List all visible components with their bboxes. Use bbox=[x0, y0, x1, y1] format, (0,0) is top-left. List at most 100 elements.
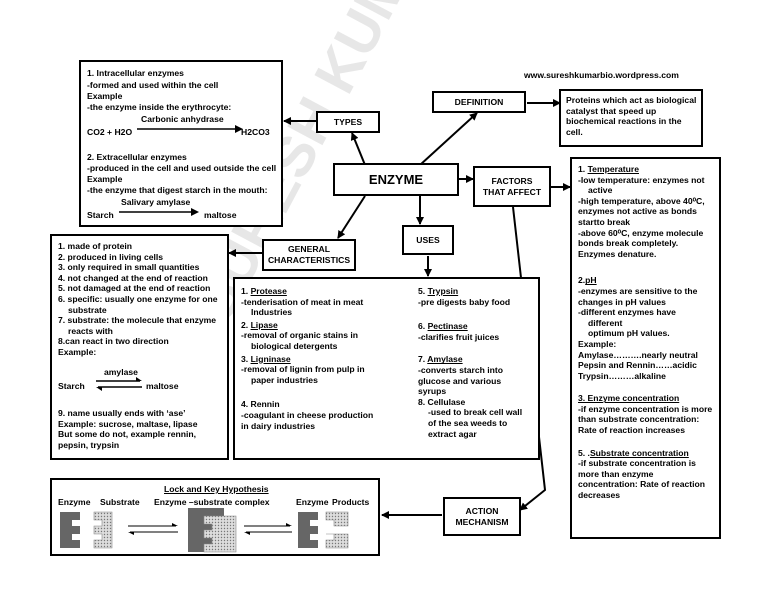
general-amylase: amylase bbox=[104, 367, 138, 377]
lock-key-illustration bbox=[60, 508, 349, 553]
extra-title: 2. Extracellular enzymes bbox=[87, 152, 187, 162]
header-products: Products bbox=[332, 497, 370, 507]
use-cellulase-title: 8. Cellulase bbox=[418, 396, 466, 407]
website-url: www.sureshkumarbio.wordpress.com bbox=[524, 70, 679, 80]
general-item: 5. not damaged at the end of reaction bbox=[58, 283, 211, 294]
general-item: 1. made of protein bbox=[58, 241, 133, 251]
use-protease-title: 1. Protease bbox=[241, 286, 287, 296]
general-item: reacts with bbox=[68, 325, 113, 336]
arrow-to-definition bbox=[419, 112, 478, 166]
use-line: -used to break cell wall bbox=[428, 407, 523, 418]
use-line: glucose and various bbox=[418, 375, 502, 386]
sc-line: decreases bbox=[578, 490, 621, 501]
general-item: substrate bbox=[68, 304, 107, 315]
use-line: syrups bbox=[418, 386, 447, 397]
ph-line: optimum pH values. bbox=[588, 328, 670, 339]
ph-line: different bbox=[588, 317, 623, 328]
enzyme-shape bbox=[60, 512, 80, 548]
use-line: -removal of organic stains in bbox=[241, 330, 358, 341]
factors-label: FACTORS THAT AFFECT bbox=[473, 166, 551, 207]
ph-line: -different enzymes have bbox=[578, 307, 676, 318]
uses-left-column: 1. Protease -tenderisation of meat in me… bbox=[241, 286, 373, 431]
lock-key-box: Lock and Key Hypothesis Enzyme Substrate… bbox=[50, 478, 380, 556]
general-item: 8.can react in two direction bbox=[58, 336, 169, 347]
header-substrate: Substrate bbox=[100, 497, 140, 507]
definition-line: Proteins which act as biological bbox=[566, 95, 697, 105]
definition-label: DEFINITION bbox=[432, 91, 526, 113]
definition-line: catalyst that speed up bbox=[566, 105, 657, 116]
ph-title: 2.pH bbox=[578, 275, 597, 286]
product-shape-1 bbox=[325, 511, 349, 527]
header-complex: Enzyme –substrate complex bbox=[154, 497, 270, 507]
use-line: -removal of lignin from pulp in bbox=[241, 364, 365, 375]
arrow-to-types bbox=[350, 132, 366, 166]
temp-line: startto break bbox=[578, 216, 631, 227]
general-box: 1. made of protein 2. produced in living… bbox=[50, 234, 229, 460]
temperature-title: 1. Temperature bbox=[578, 164, 639, 174]
arrow-to-general bbox=[337, 195, 366, 239]
ph-line: changes in pH values bbox=[578, 296, 666, 307]
substrate-conc-title: 5. .Substrate concentration bbox=[578, 447, 689, 458]
enzyme-conc-title: 3. Enzyme concentration bbox=[578, 393, 680, 404]
types-box: 1. Intracellular enzymes -formed and use… bbox=[79, 60, 283, 227]
extra-enzyme: Salivary amylase bbox=[121, 197, 191, 207]
use-line: -pre digests baby food bbox=[418, 296, 511, 307]
temp-line: enzymes not active as bonds bbox=[578, 206, 697, 217]
sc-line: -if substrate concentration is bbox=[578, 458, 696, 469]
intra-title: 1. Intracellular enzymes bbox=[87, 68, 184, 78]
ph-line: Pepsin and Rennin……acidic bbox=[578, 360, 697, 371]
temp-line: -high temperature, above 40⁰C, bbox=[578, 195, 705, 206]
general-list: 1. made of protein 2. produced in living… bbox=[58, 241, 218, 358]
use-line: extract agar bbox=[428, 428, 477, 439]
temp-line: Enzymes denature. bbox=[578, 248, 657, 259]
general-item: Example: bbox=[58, 346, 97, 357]
use-pectinase-title: 6. Pectinase bbox=[418, 321, 468, 332]
complex-substrate-shape bbox=[203, 515, 237, 553]
intra-product: H2CO3 bbox=[241, 127, 270, 137]
extra-product: maltose bbox=[204, 210, 237, 220]
definition-box: Proteins which act as biological catalys… bbox=[559, 89, 703, 147]
general-label: GENERAL CHARACTERISTICS bbox=[262, 239, 356, 271]
sc-line: concentration: Rate of reaction bbox=[578, 479, 706, 490]
use-line: biological detergents bbox=[251, 340, 338, 351]
uses-label: USES bbox=[402, 225, 454, 255]
ph-line: Trypsin………alkaline bbox=[578, 370, 666, 381]
use-amylase-title: 7. Amylase bbox=[418, 354, 463, 365]
use-line: paper industries bbox=[251, 374, 318, 385]
use-lipase-title: 2. Lipase bbox=[241, 319, 278, 330]
intra-line: Example bbox=[87, 91, 123, 101]
use-line: -converts starch into bbox=[418, 364, 504, 375]
general-maltose: maltose bbox=[146, 381, 179, 391]
header-enzyme-2: Enzyme bbox=[296, 497, 329, 507]
types-label: TYPES bbox=[316, 111, 380, 133]
temp-line: -low temperature: enzymes not bbox=[578, 174, 705, 185]
use-rennin-title: 4. Rennin bbox=[241, 399, 280, 410]
extra-reaction-arrow bbox=[119, 208, 199, 216]
extra-reactant: Starch bbox=[87, 210, 114, 220]
general-item: 3. only required in small quantities bbox=[58, 262, 200, 273]
sc-line: more than enzyme bbox=[578, 468, 654, 479]
general-item: 2. produced in living cells bbox=[58, 251, 164, 262]
factors-label-line: THAT AFFECT bbox=[482, 186, 542, 197]
header-enzyme: Enzyme bbox=[58, 497, 91, 507]
definition-line: cell. bbox=[566, 126, 583, 137]
general-item: 7. substrate: the molecule that enzyme bbox=[58, 315, 217, 326]
substrate-shape bbox=[93, 511, 113, 549]
general-item: 6. specific: usually one enzyme for one bbox=[58, 293, 218, 304]
use-ligninase-title: 3. Ligninase bbox=[241, 353, 291, 364]
intra-line: -the enzyme inside the erythrocyte: bbox=[87, 102, 232, 112]
use-line: -coagulant in cheese production bbox=[241, 409, 374, 420]
action-label: ACTION MECHANISM bbox=[443, 497, 521, 536]
temp-line: bonds break completely. bbox=[578, 238, 679, 249]
temp-line: active bbox=[588, 185, 613, 196]
use-line: of the sea weeds to bbox=[428, 417, 508, 428]
uses-box: 1. Protease -tenderisation of meat in me… bbox=[233, 277, 540, 460]
general-starch: Starch bbox=[58, 381, 85, 391]
intra-reactant: CO2 + H2O bbox=[87, 127, 133, 137]
use-line: -clarifies fruit juices bbox=[418, 331, 500, 342]
definition-line: biochemical reactions in the bbox=[566, 116, 682, 127]
ec-line: Rate of reaction increases bbox=[578, 425, 685, 436]
product-shape-2 bbox=[325, 533, 349, 549]
temp-line: -above 60⁰C, enzyme molecule bbox=[578, 227, 704, 238]
reversible-arrow bbox=[96, 377, 142, 391]
